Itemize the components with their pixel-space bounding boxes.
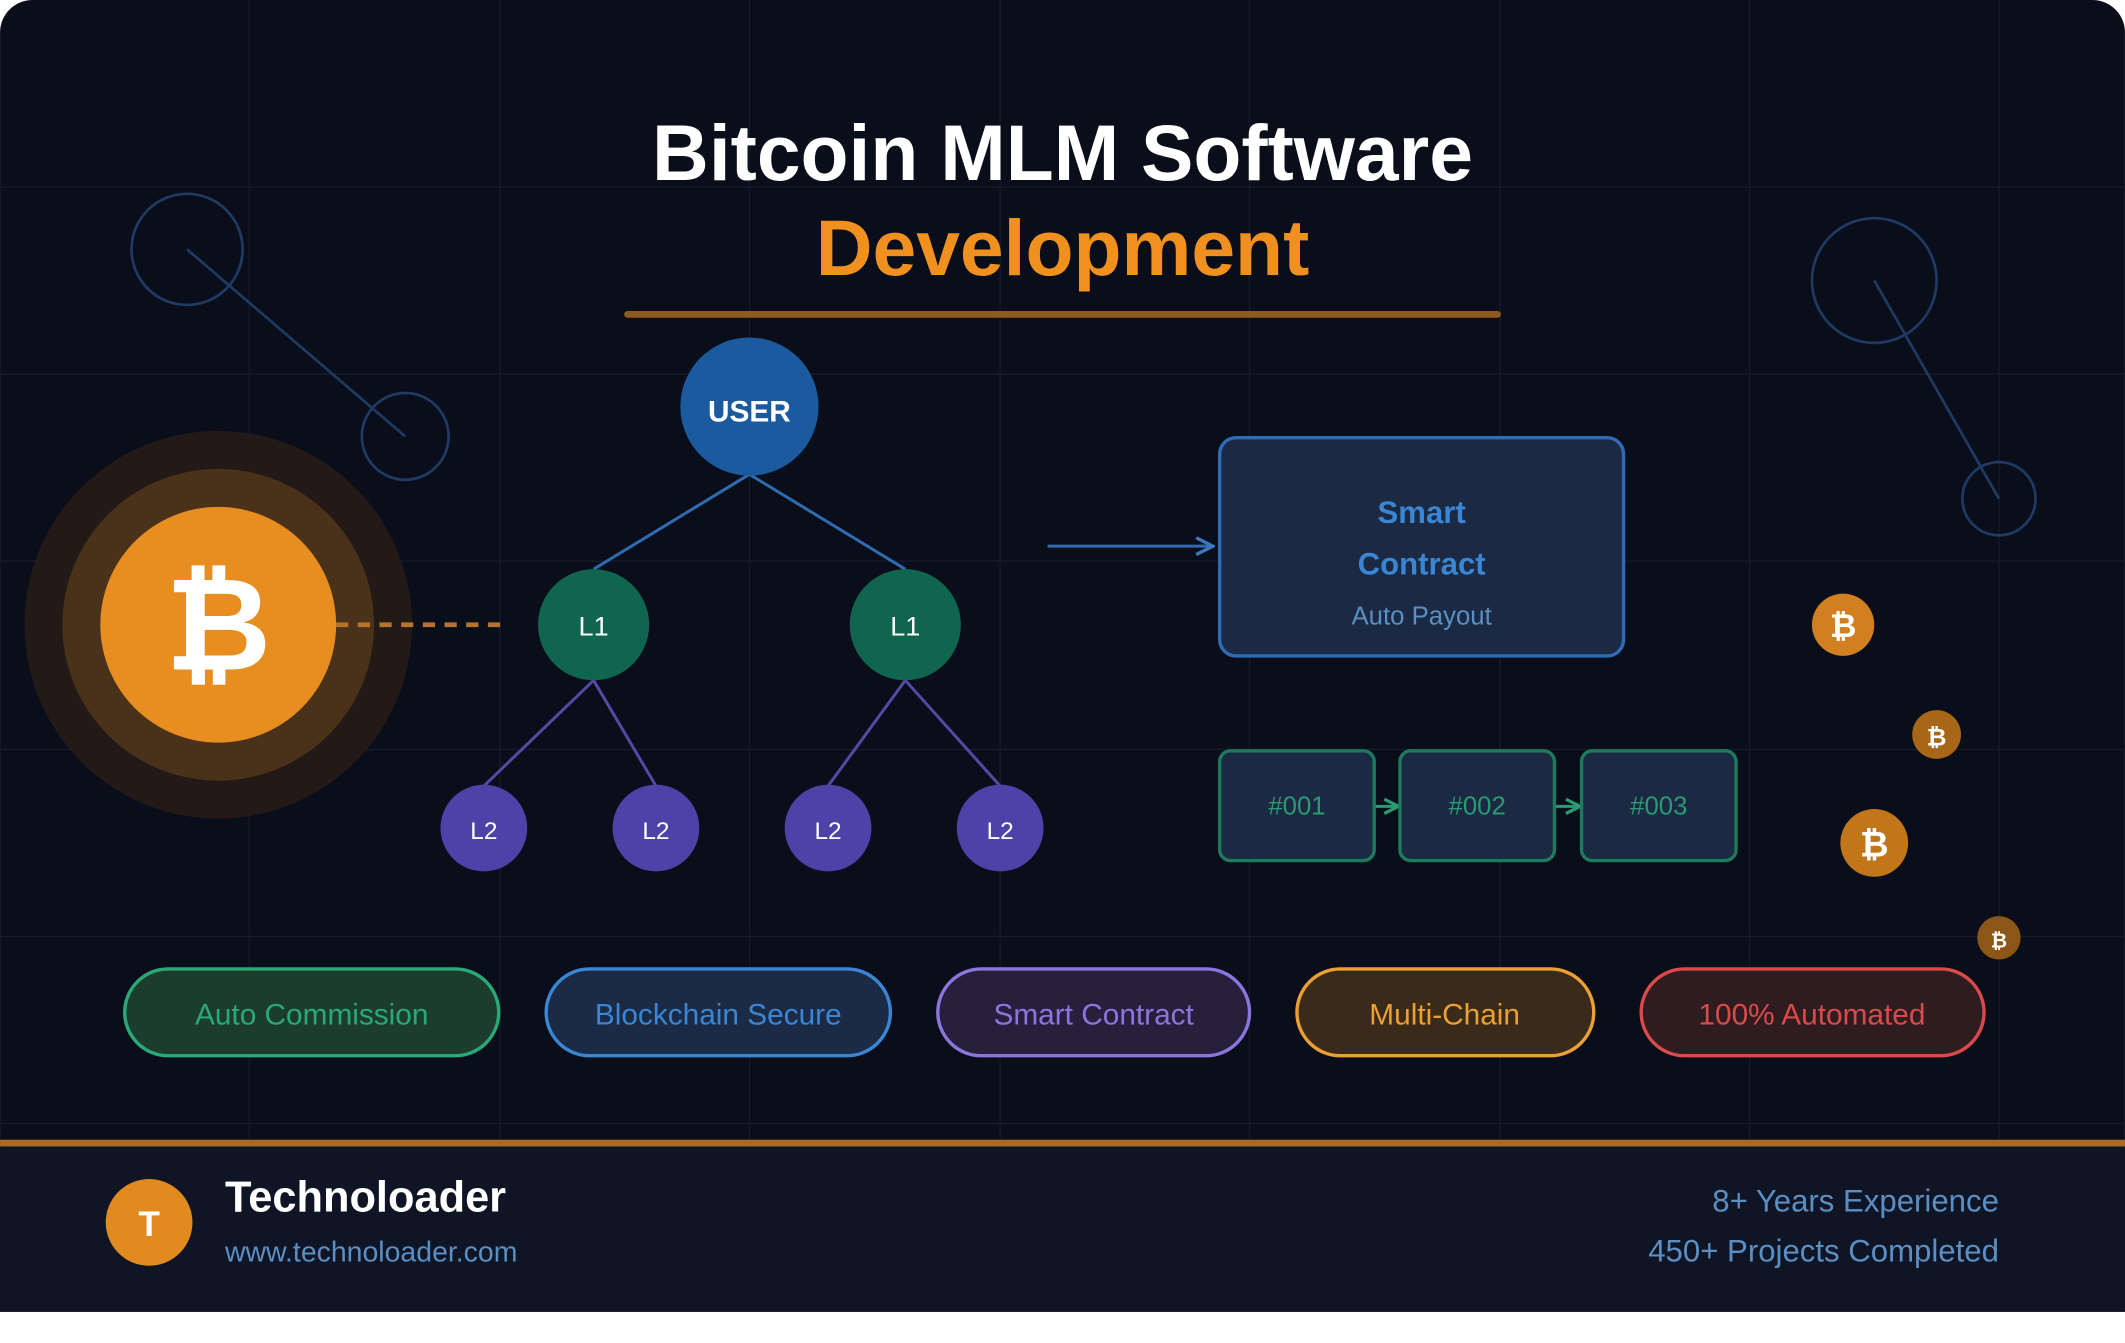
block-card[interactable]: #001 xyxy=(1218,749,1376,863)
title-line-1: Bitcoin MLM Software xyxy=(652,109,1473,197)
feature-pill[interactable]: Smart Contract xyxy=(936,967,1252,1058)
logo-letter: T xyxy=(138,1205,160,1244)
tree-l1-node[interactable]: L1 xyxy=(538,569,650,681)
floating-coin: ₿ xyxy=(1912,710,1961,759)
hero-bitcoin: ₿ xyxy=(24,430,413,819)
company-website-link[interactable]: www.technoloader.com xyxy=(224,1237,517,1269)
floating-coin: ₿ xyxy=(1977,916,2021,960)
bitcoin-icon: ₿ xyxy=(165,551,271,697)
smart-contract-title-1: Smart xyxy=(1377,495,1465,530)
feature-pill-label: 100% Automated xyxy=(1698,999,1925,1032)
company-logo[interactable]: T xyxy=(105,1179,193,1266)
block-card[interactable]: #003 xyxy=(1579,749,1738,863)
block-label: #002 xyxy=(1449,792,1506,820)
background-grid xyxy=(0,0,2125,1143)
tree-edges xyxy=(482,473,1002,788)
bitcoin-icon: ₿ xyxy=(1860,825,1889,864)
feature-pill-label: Multi-Chain xyxy=(1369,999,1520,1032)
feature-pill-label: Blockchain Secure xyxy=(595,999,842,1032)
smart-contract-title-2: Contract xyxy=(1358,547,1486,582)
footer-divider xyxy=(0,1139,2125,1147)
l2-node-label: L2 xyxy=(642,818,669,845)
bitcoin-icon: ₿ xyxy=(1927,724,1947,751)
l1-node-label: L1 xyxy=(579,611,609,642)
l1-node-label: L1 xyxy=(890,611,920,642)
feature-pill[interactable]: Auto Commission xyxy=(123,967,501,1058)
network-node-icon xyxy=(360,391,450,482)
root-node-label: USER xyxy=(708,395,791,428)
tree-l2-node[interactable]: L2 xyxy=(440,784,528,872)
smart-contract-card[interactable]: Smart Contract Auto Payout xyxy=(1218,436,1626,658)
tree-l1-node[interactable]: L1 xyxy=(849,569,961,681)
decorative-network-right xyxy=(1810,216,2037,537)
l2-node-label: L2 xyxy=(987,818,1014,845)
title-line-2: Development xyxy=(816,204,1310,292)
bitcoin-icon: ₿ xyxy=(1830,608,1857,644)
network-node-icon xyxy=(130,192,244,307)
company-name: Technoloader xyxy=(225,1174,506,1222)
footer: T Technoloader www.technoloader.com 8+ Y… xyxy=(0,1139,2125,1312)
block-card[interactable]: #002 xyxy=(1398,749,1557,863)
tree-l2-node[interactable]: L2 xyxy=(956,784,1044,872)
feature-pill[interactable]: 100% Automated xyxy=(1639,967,1986,1058)
stat-experience: 8+ Years Experience xyxy=(1712,1184,1999,1219)
blockchain-blocks: #001 #002 #003 xyxy=(1218,749,1738,863)
feature-pill[interactable]: Blockchain Secure xyxy=(544,967,893,1058)
tree-l2-node[interactable]: L2 xyxy=(784,784,872,872)
feature-pill-label: Auto Commission xyxy=(195,999,429,1032)
network-node-icon xyxy=(1960,460,2037,537)
tree-l2-node[interactable]: L2 xyxy=(612,784,700,872)
decorative-network-left xyxy=(130,192,450,482)
bitcoin-icon: ₿ xyxy=(1991,930,2008,952)
feature-pill-label: Smart Contract xyxy=(993,999,1194,1032)
l2-node-label: L2 xyxy=(470,818,497,845)
l2-node-label: L2 xyxy=(814,818,841,845)
floating-coin: ₿ xyxy=(1840,809,1909,877)
block-label: #003 xyxy=(1630,792,1687,820)
smart-contract-subtitle: Auto Payout xyxy=(1352,603,1492,631)
block-label: #001 xyxy=(1268,792,1325,820)
feature-pill[interactable]: Multi-Chain xyxy=(1295,967,1596,1058)
floating-coin: ₿ xyxy=(1811,593,1875,656)
tree-root-node[interactable]: USER xyxy=(680,337,819,476)
network-node-icon xyxy=(1810,216,1938,345)
stat-projects: 450+ Projects Completed xyxy=(1648,1234,1999,1269)
